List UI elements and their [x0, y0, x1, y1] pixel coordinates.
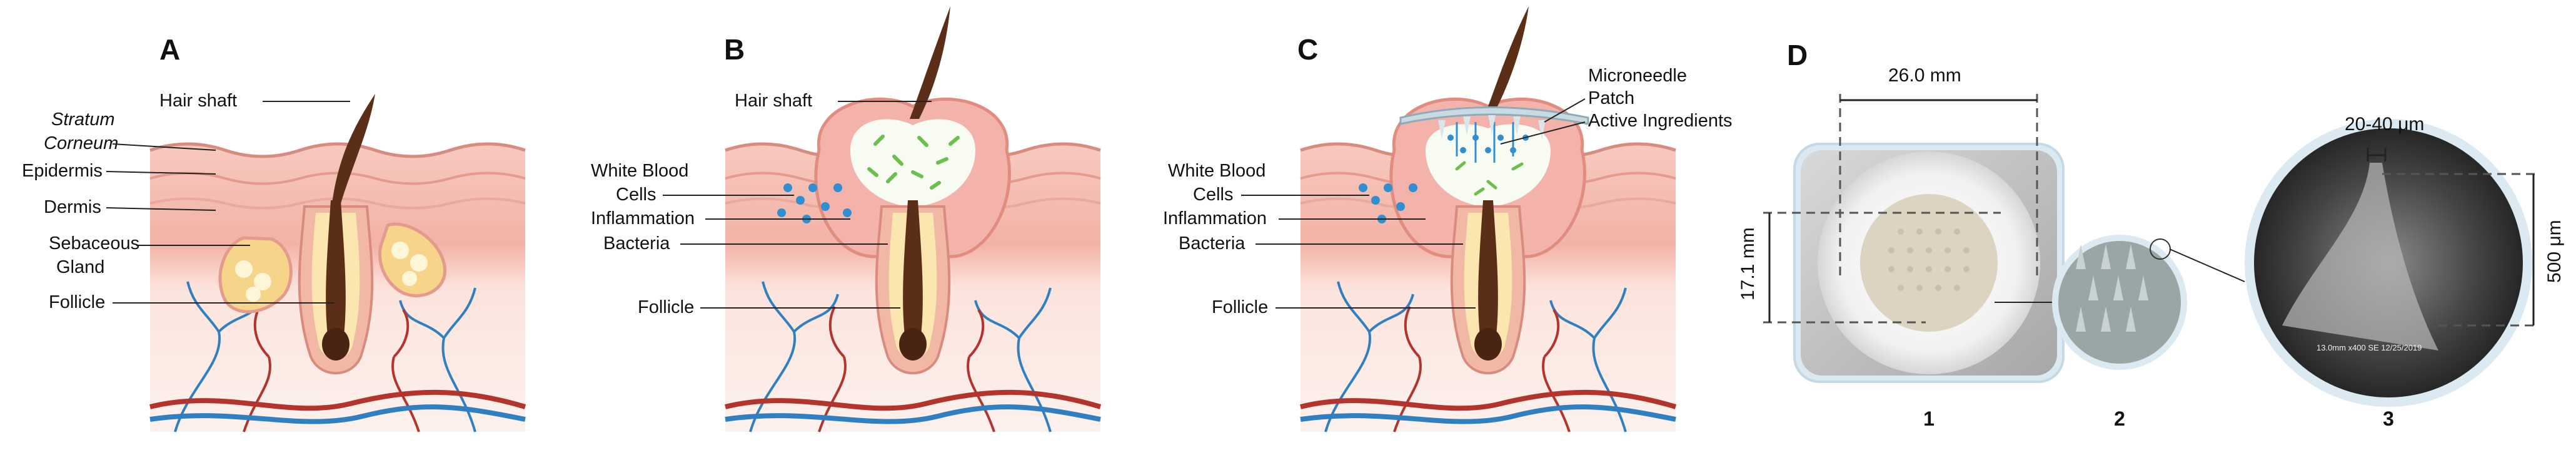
label-cells-b: Cells — [616, 185, 656, 205]
label-microneedle: Microneedle — [1588, 66, 1687, 86]
label-active-ingredients: Active Ingredients — [1588, 111, 1733, 131]
hair-shaft-c — [1488, 6, 1529, 106]
leader-active-ingredients — [1500, 121, 1586, 145]
label-hair-shaft-b: Hair shaft — [735, 91, 812, 111]
sebaceous-gland-right — [378, 222, 447, 298]
sublabel-3: 3 — [2383, 407, 2394, 430]
sublabel-1: 1 — [1923, 407, 1935, 430]
needle-grid — [1888, 228, 1970, 291]
label-follicle-a: Follicle — [49, 292, 105, 312]
label-sebaceous: Sebaceous — [49, 233, 139, 253]
patch-photo — [1793, 143, 2065, 383]
label-inflammation-c: Inflammation — [1163, 208, 1267, 228]
sem-needle — [2282, 163, 2438, 350]
panel-letter-c: C — [1297, 33, 1318, 66]
leader-patch — [1544, 98, 1586, 123]
needle-cones — [2076, 244, 2148, 332]
label-bacteria-c: Bacteria — [1179, 233, 1245, 253]
microneedle-tips-c — [1438, 115, 1546, 139]
panel-d: D 26.0 mm 17.1 mm — [1738, 39, 2565, 430]
label-width-measure: 26.0 mm — [1888, 65, 1961, 86]
label-hair-shaft-a: Hair shaft — [159, 91, 237, 111]
label-follicle-c: Follicle — [1212, 297, 1268, 317]
label-follicle-b: Follicle — [638, 297, 694, 317]
label-height-measure: 17.1 mm — [1738, 227, 1758, 300]
label-tip-measure: 20-40 μm — [2345, 114, 2424, 135]
hair-follicle-c — [1450, 199, 1526, 375]
sebaceous-gland-left — [218, 236, 293, 314]
ingredient-arrows-c — [1456, 122, 1514, 163]
sem-caption: 13.0mm x400 SE 12/25/2019 — [2317, 343, 2422, 352]
sublabel-2: 2 — [2114, 407, 2125, 430]
label-patch: Patch — [1588, 88, 1634, 108]
label-gland: Gland — [56, 257, 104, 277]
leader-epidermis — [106, 171, 216, 175]
panel-letter-b: B — [724, 33, 745, 66]
panel-letter-a: A — [159, 33, 180, 66]
microneedle-patch-c — [1399, 106, 1589, 125]
label-dermis: Dermis — [44, 197, 101, 217]
panel-c: C — [1163, 6, 1733, 432]
sem-photo: 13.0mm x400 SE 12/25/2019 — [2245, 119, 2532, 407]
microneedle-zoom-photo — [2052, 235, 2187, 370]
bacteria-cluster-c — [1455, 161, 1524, 196]
pustule-b — [850, 119, 975, 207]
hair-follicle-a — [298, 199, 374, 375]
hair-follicle-b — [875, 199, 951, 375]
microneedle-array-area — [1860, 194, 1998, 332]
label-white-blood-b: White Blood — [591, 161, 688, 181]
panel-letter-d: D — [1787, 39, 1808, 71]
leader-zoom-to-sem — [2169, 248, 2245, 282]
skin-cross-section-b — [725, 6, 1100, 432]
panel-a: A Hair shaft Stratum Corneum Epidermis D… — [22, 33, 525, 432]
label-length-measure: 500 μm — [2544, 220, 2565, 283]
panel-b: B Hair shaft White Blood Cells Inflammat — [591, 6, 1100, 432]
bacteria-cluster-b — [867, 135, 960, 190]
label-inflammation-b: Inflammation — [591, 208, 695, 228]
label-white-blood-c: White Blood — [1168, 161, 1265, 181]
label-corneum: Corneum — [44, 133, 118, 153]
skin-cross-section-c — [1301, 6, 1676, 432]
leader-stratum-corneum — [112, 143, 216, 151]
hair-shaft-b — [910, 6, 950, 119]
tip-measure-line — [2367, 148, 2387, 161]
skin-cross-section-a — [150, 94, 525, 432]
label-bacteria-b: Bacteria — [603, 233, 670, 253]
label-cells-c: Cells — [1193, 185, 1233, 205]
label-stratum: Stratum — [51, 110, 115, 130]
leader-dermis — [106, 207, 216, 211]
hair-shaft-a — [332, 94, 375, 203]
label-epidermis: Epidermis — [22, 161, 103, 181]
